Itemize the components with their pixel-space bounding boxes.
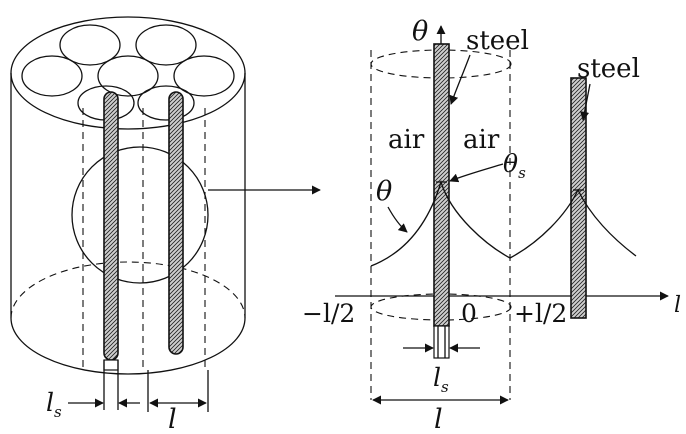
steel-rod: [570, 77, 587, 319]
temperature-profile: θ l steel steel air air θs θ −l/2 0 +l/2: [302, 16, 681, 434]
l-left-label: l: [168, 404, 177, 434]
cylinder-bottom-back: [10, 261, 246, 319]
theta-s-label: θs: [503, 149, 526, 182]
fiber-circle: [21, 55, 83, 97]
air-label-right: air: [463, 125, 500, 155]
l-right-label: l: [434, 404, 443, 434]
steel-label-right: steel: [577, 54, 640, 84]
temperature-curve: [370, 179, 637, 267]
ls-right-label: ls: [433, 363, 449, 396]
ls-left-label: ls: [46, 388, 62, 421]
minus-half-label: −l/2: [302, 299, 355, 328]
x-axis-label: l: [674, 293, 681, 318]
steel-rod: [168, 91, 184, 355]
steel-label-center: steel: [466, 26, 529, 56]
steel-pointer: [449, 54, 471, 105]
cylinder-top-ellipse: [10, 16, 246, 130]
origin-label: 0: [461, 299, 477, 328]
theta-curve-label: θ: [376, 176, 392, 207]
plus-half-label: +l/2: [514, 299, 567, 328]
cylinder-bottom-front: [10, 317, 246, 375]
cylinder-bundle: ls l: [10, 16, 321, 434]
air-label-left: air: [388, 125, 425, 155]
fiber-circle: [97, 55, 159, 97]
fiber-circle: [137, 85, 195, 121]
cross-section-circle: [71, 146, 209, 284]
fiber-circle: [59, 24, 121, 66]
theta-curve-pointer: [387, 206, 408, 233]
rod-base: [103, 359, 119, 371]
fiber-circle: [173, 55, 235, 97]
rod-base: [433, 325, 450, 359]
steel-pointer: [580, 83, 591, 121]
theta-axis-label: θ: [412, 16, 428, 47]
steel-rod: [103, 91, 119, 361]
fiber-circle: [135, 24, 197, 66]
theta-s-pointer: [449, 163, 504, 183]
